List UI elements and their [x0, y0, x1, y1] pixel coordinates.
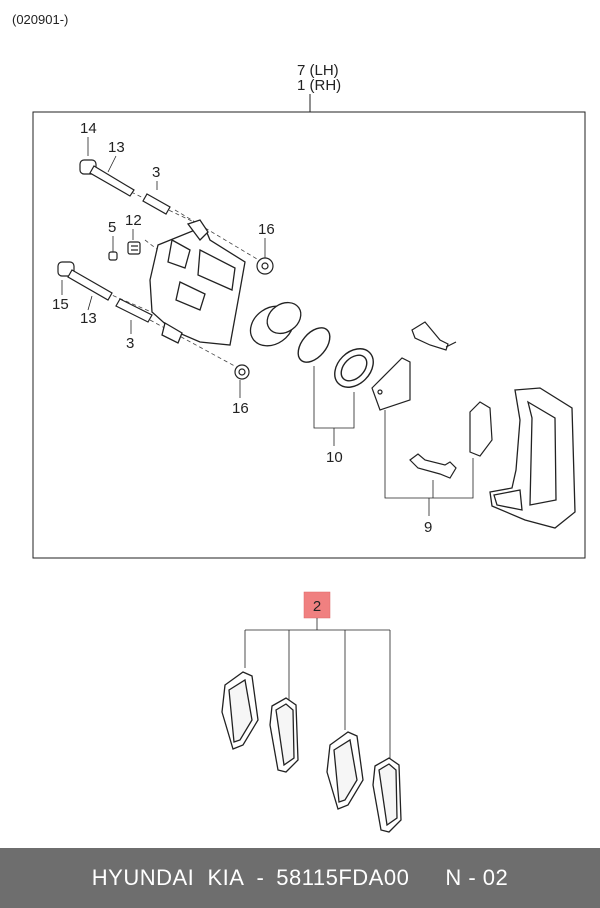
date-code: (020901-) [12, 12, 69, 27]
pad-kit-callout-box [303, 591, 331, 619]
piston-boot [334, 348, 374, 388]
callout-3-upper: 3 [152, 164, 160, 181]
callout-16-upper: 16 [258, 221, 275, 238]
piston-seal [297, 327, 331, 363]
guide-bolt-lower [57, 261, 153, 323]
footer-page: N - 02 [445, 865, 509, 890]
pad-wear-shim [469, 401, 493, 457]
callout-2: 2 [313, 598, 321, 615]
assembly-label-lh: 7 (LH) [297, 62, 339, 79]
brake-pad-1 [221, 671, 259, 750]
callout-5: 5 [108, 219, 116, 236]
callout-12: 12 [125, 212, 142, 229]
brake-pad-3 [326, 731, 364, 810]
caliper-assembly-frame [32, 111, 586, 559]
callout-14: 14 [80, 120, 97, 137]
caliper-housing [149, 219, 246, 346]
callout-13-lower: 13 [80, 310, 97, 327]
callout-13-upper: 13 [108, 139, 125, 156]
callout-9: 9 [424, 519, 432, 536]
callout-10: 10 [326, 449, 343, 466]
callout-16-lower: 16 [232, 400, 249, 417]
assembly-label-rh: 1 (RH) [297, 77, 341, 94]
guide-bolt-upper [79, 159, 171, 215]
footer-brand: HYUNDAI KIA [91, 865, 245, 890]
brake-pad-2 [269, 697, 299, 773]
brake-pad-4 [372, 757, 402, 833]
footer-bar: HYUNDAI KIA - 58115FDA00 N - 02 [0, 848, 600, 908]
callout-15: 15 [52, 296, 69, 313]
pad-shim-plate [371, 357, 411, 411]
exploded-parts-diagram: 7 (LH) 1 (RH) 14 13 3 5 12 16 15 13 3 16… [32, 62, 586, 833]
callout-3-lower: 3 [126, 335, 134, 352]
caliper-carrier [489, 387, 576, 529]
bushing-lower [234, 364, 250, 380]
footer-dash: - [256, 865, 265, 890]
pad-kit-leaders [244, 618, 391, 760]
bushing-upper [256, 257, 274, 275]
anti-rattle-clip [411, 321, 457, 351]
footer-part-number: 58115FDA00 [276, 865, 410, 890]
bleeder-screw [108, 241, 141, 261]
pad-spring-clip [409, 453, 457, 479]
caliper-piston [249, 301, 302, 347]
